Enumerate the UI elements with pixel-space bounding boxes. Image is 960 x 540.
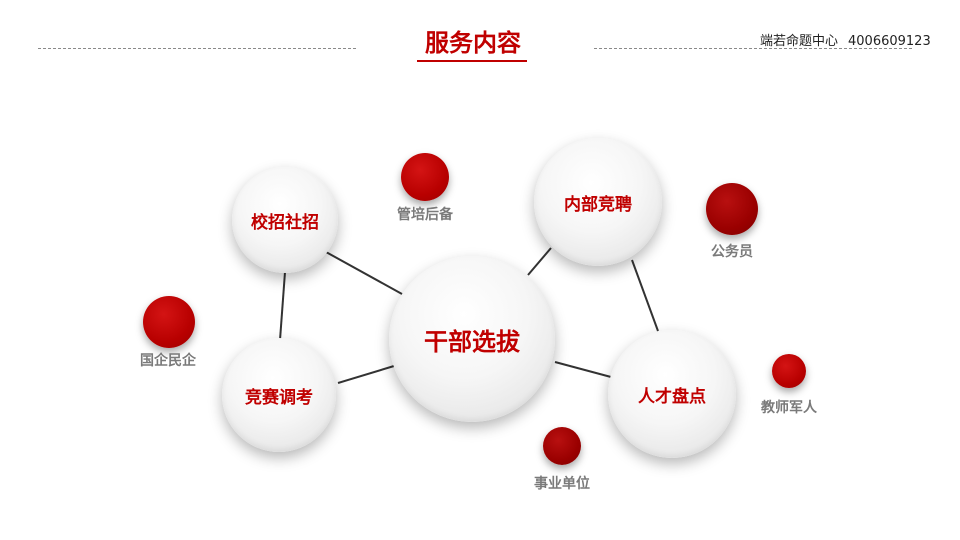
satellite-label-teacher-military: 教师军人	[761, 400, 817, 416]
contact-name: 端若命题中心	[760, 34, 839, 49]
satellite-dot-civil-servant	[706, 183, 758, 235]
link-campus-to-contest	[279, 271, 286, 341]
satellite-label-enterprise: 国企民企	[140, 353, 196, 369]
link-center-to-talent	[554, 361, 612, 378]
contact-phone: 4006609123	[848, 34, 931, 49]
satellite-label-public-institution: 事业单位	[534, 476, 590, 492]
node-talent-review: 人才盘点	[608, 330, 736, 458]
satellite-label-reserve: 管培后备	[397, 207, 453, 223]
page-title: 服务内容	[425, 28, 521, 57]
satellite-dot-teacher-military	[772, 354, 806, 388]
header-divider-left	[38, 48, 356, 49]
contact-info: 端若命题中心 4006609123	[760, 30, 940, 49]
link-campus-to-center	[325, 251, 403, 295]
satellite-dot-public-institution	[543, 427, 581, 465]
satellite-dot-reserve	[401, 153, 449, 201]
header-divider-right	[594, 48, 912, 49]
title-underline	[417, 60, 527, 62]
node-campus-social: 校招社招	[232, 167, 338, 273]
link-center-to-internal	[527, 247, 552, 276]
node-internal-competition: 内部竞聘	[534, 138, 662, 266]
satellite-dot-enterprise	[143, 296, 195, 348]
satellite-label-civil-servant: 公务员	[711, 244, 753, 260]
link-contest-to-center	[337, 365, 395, 384]
center-node: 干部选拔	[389, 256, 555, 422]
node-contest-exam: 竞赛调考	[222, 338, 336, 452]
link-internal-to-talent	[631, 259, 659, 332]
